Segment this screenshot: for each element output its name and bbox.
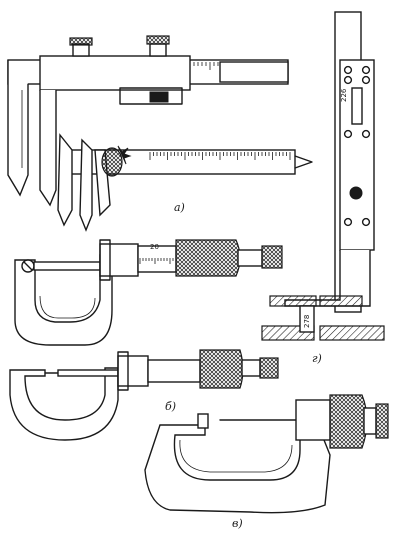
figure-label-g: г)	[312, 352, 322, 365]
clamp-screw-icon	[146, 35, 170, 57]
figure-label-a: а)	[174, 201, 185, 214]
screw-icon	[361, 129, 371, 139]
clamp-screw-icon	[69, 37, 93, 57]
figure-label-b: б)	[165, 400, 176, 413]
gauge-lower-number: 278	[303, 315, 311, 328]
screw-icon	[343, 65, 353, 75]
height-gauge: 226 278	[261, 11, 385, 341]
screw-icon	[343, 217, 353, 227]
screw-icon	[361, 65, 371, 75]
screw-icon	[361, 217, 371, 227]
vernier-caliper-small	[57, 133, 313, 232]
vernier-caliper-large	[7, 35, 289, 207]
figure-label-v: в)	[232, 517, 243, 530]
screw-icon	[343, 75, 353, 85]
screw-icon	[343, 129, 353, 139]
gauge-upper-number: 226	[340, 88, 348, 102]
micrometer-top: 20	[14, 239, 283, 346]
screw-icon	[361, 75, 371, 85]
micrometer-bottom	[9, 349, 279, 441]
sleeve-scale-number: 20	[150, 243, 159, 251]
bench-micrometer	[144, 394, 389, 514]
